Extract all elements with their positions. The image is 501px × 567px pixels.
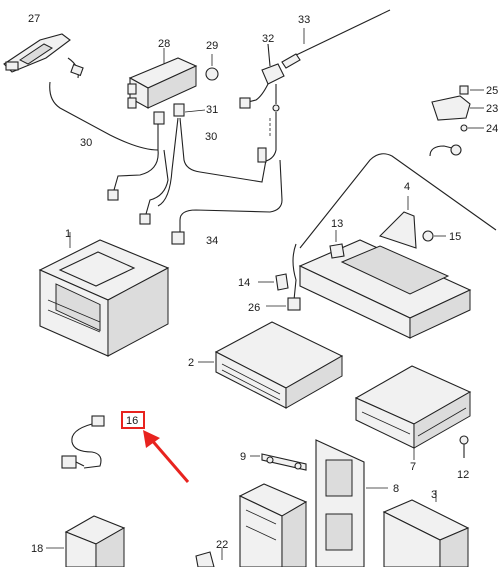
callout-1: 1 bbox=[65, 228, 71, 240]
callout-9: 9 bbox=[240, 451, 246, 463]
callout-26: 26 bbox=[248, 302, 260, 314]
callout-27: 27 bbox=[28, 13, 40, 25]
part-4-mounting-frame bbox=[298, 196, 472, 339]
callout-24: 24 bbox=[486, 123, 498, 135]
highlight-arrow-head bbox=[143, 430, 160, 448]
callout-12: 12 bbox=[457, 469, 469, 481]
callout-34: 34 bbox=[206, 235, 218, 247]
part-1-head-unit bbox=[38, 232, 170, 357]
part-2-cd-changer bbox=[198, 321, 344, 409]
part-cd-player-housing bbox=[238, 483, 308, 567]
callout-4: 4 bbox=[404, 181, 410, 193]
part-34-cable bbox=[171, 159, 283, 245]
part-12-screw bbox=[459, 435, 469, 458]
part-32-antenna-base bbox=[239, 43, 285, 163]
callout-16: 16 bbox=[126, 415, 138, 427]
part-26-connector bbox=[266, 297, 301, 311]
part-18-control-unit bbox=[46, 515, 126, 567]
callout-23: 23 bbox=[486, 103, 498, 115]
callout-highlight bbox=[121, 411, 190, 483]
callout-32: 32 bbox=[262, 33, 274, 45]
part-13-clip bbox=[329, 230, 345, 259]
part-22-bracket bbox=[195, 548, 223, 567]
callout-13: 13 bbox=[331, 218, 343, 230]
part-15-nut bbox=[422, 230, 446, 242]
part-27-antenna-bracket bbox=[3, 33, 84, 79]
main-antenna-cable bbox=[292, 144, 497, 301]
part-30-harness-left bbox=[49, 81, 185, 225]
part-31-cable bbox=[157, 109, 267, 207]
part-3-navigation-unit bbox=[382, 490, 470, 567]
callout-30-left: 30 bbox=[80, 137, 92, 149]
callout-15: 15 bbox=[449, 231, 461, 243]
callout-7: 7 bbox=[410, 461, 416, 473]
callout-22: 22 bbox=[216, 539, 228, 551]
part-8-mounting-plate bbox=[315, 439, 388, 567]
part-33-rod-antenna bbox=[281, 9, 391, 69]
callout-2: 2 bbox=[188, 357, 194, 369]
callout-28: 28 bbox=[158, 38, 170, 50]
part-28-antenna-module bbox=[127, 48, 198, 109]
callout-8: 8 bbox=[393, 483, 399, 495]
callout-25: 25 bbox=[486, 85, 498, 97]
part-14-clip bbox=[258, 273, 289, 291]
callout-29: 29 bbox=[206, 40, 218, 52]
callout-31: 31 bbox=[206, 104, 218, 116]
part-29-nut bbox=[205, 54, 219, 81]
callout-14: 14 bbox=[238, 277, 250, 289]
callout-33: 33 bbox=[298, 14, 310, 26]
callout-30-right: 30 bbox=[205, 131, 217, 143]
part-16-cable bbox=[61, 415, 105, 469]
callout-3: 3 bbox=[431, 489, 437, 501]
highlight-box bbox=[121, 411, 145, 429]
part-9-bracket bbox=[250, 453, 307, 471]
part-23-antenna-unit bbox=[431, 85, 484, 132]
highlight-arrow-shaft bbox=[148, 437, 190, 483]
callout-18: 18 bbox=[31, 543, 43, 555]
part-7-amplifier bbox=[354, 365, 472, 460]
